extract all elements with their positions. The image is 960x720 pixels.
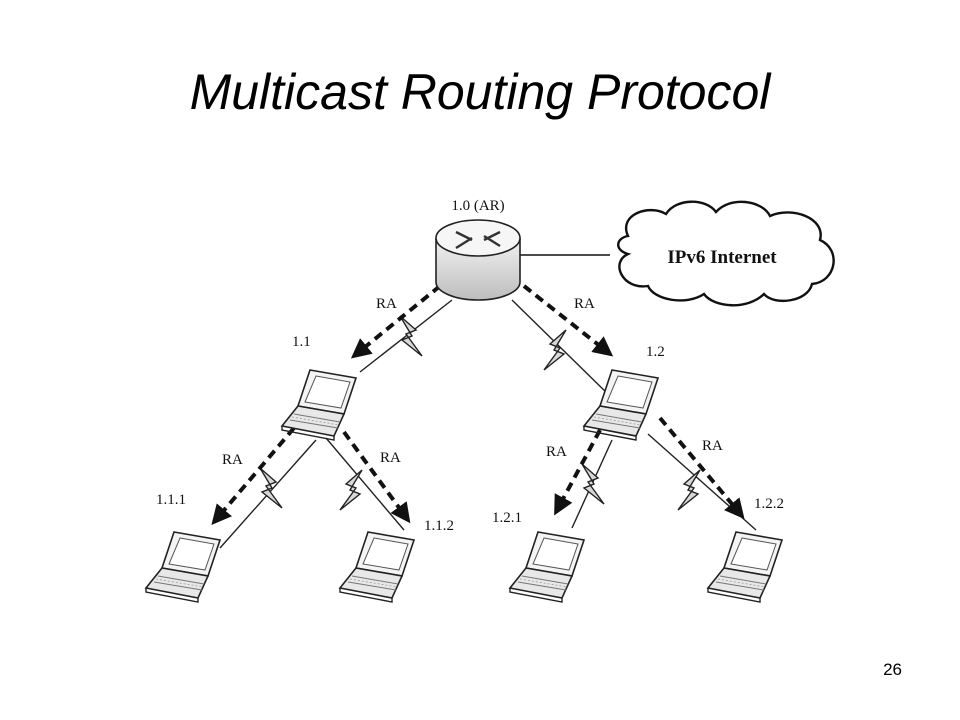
ra-label-router-1-1: RA <box>376 296 397 312</box>
bolt-icon <box>677 469 701 511</box>
node-label-1-1: 1.1 <box>292 334 311 350</box>
bolt-icon <box>259 467 283 509</box>
slide-title: Multicast Routing Protocol <box>189 64 771 120</box>
node-label-1-2-2: 1.2.2 <box>754 496 784 512</box>
bolt-icon <box>339 469 363 511</box>
ra-label-1-1-1-1-2: RA <box>380 450 401 466</box>
laptop-icon-1-1-1 <box>145 531 221 603</box>
ra-label-1-1-1-1-1: RA <box>222 452 243 468</box>
ra-label-1-2-1-2-1: RA <box>546 444 567 460</box>
laptop-icon-1-1-2 <box>339 531 415 603</box>
router-arrows-icon <box>455 230 501 250</box>
page-number: 26 <box>883 660 902 679</box>
link-router-1-1 <box>359 299 453 373</box>
cloud-label: IPv6 Internet <box>667 247 777 268</box>
laptop-icon-1-2-2 <box>707 531 783 603</box>
node-label-1-2-1: 1.2.1 <box>492 510 522 526</box>
node-label-1-2: 1.2 <box>646 344 665 360</box>
link-router-1-2 <box>511 299 613 399</box>
ipv6-internet-cloud: IPv6 Internet <box>617 200 835 307</box>
ra-label-1-2-1-2-2: RA <box>702 438 723 454</box>
router-top <box>435 219 521 257</box>
ra-arrow-1-1-1-1-2 <box>342 430 411 524</box>
laptop-icon-1-2-1 <box>509 531 585 603</box>
cloud-shape <box>617 200 835 307</box>
router: 1.0 (AR) <box>435 198 521 301</box>
ra-arrow-1-1-1-1-1 <box>211 426 296 526</box>
ra-arrow-router-1-1 <box>350 284 442 359</box>
ra-arrow-router-1-2 <box>522 284 614 357</box>
router-label: 1.0 (AR) <box>451 198 504 214</box>
node-label-1-1-1: 1.1.1 <box>156 492 186 508</box>
ra-arrow-1-2-1-2-2 <box>658 416 745 520</box>
ra-arrow-1-2-1-2-1 <box>554 429 602 516</box>
ra-arrows <box>211 284 745 526</box>
node-label-1-1-2: 1.1.2 <box>424 518 454 534</box>
bolt-icon <box>399 315 423 357</box>
ra-label-router-1-2: RA <box>574 296 595 312</box>
